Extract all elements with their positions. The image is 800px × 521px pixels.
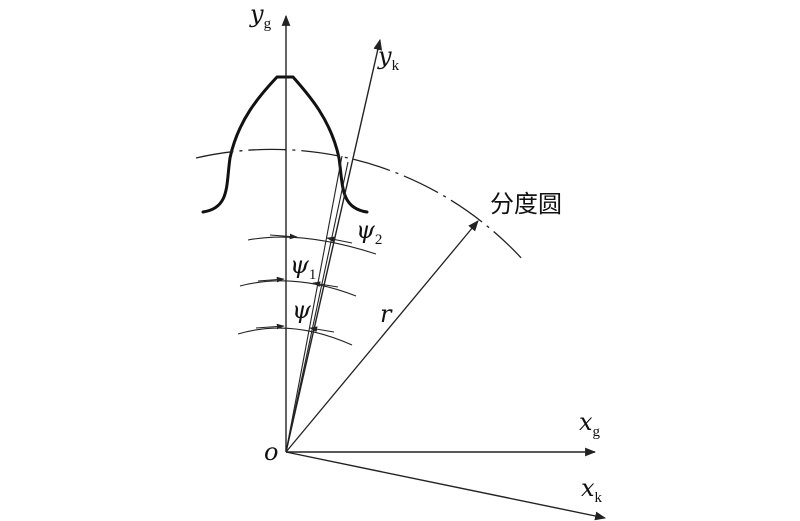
arc-psi [237,327,353,346]
psi1-label: ψ1 [290,251,316,283]
psi2-arrow-right [326,236,353,244]
psi2-label: ψ2 [356,216,382,248]
arc-psi2 [247,236,377,255]
psi1-arrow-right [312,281,339,288]
pitch-circle-arc [195,148,525,262]
yk-axis [285,38,383,453]
yk-label: yk [377,42,400,74]
radius-vector [285,220,479,453]
xg-label: xg [579,408,601,440]
xk-label: xk [581,474,603,506]
ray-psi [285,155,343,453]
radius-label: r [380,300,393,328]
psi-label: ψ [292,296,312,324]
pitch-circle-label: 分度圆 [490,190,562,218]
origin-label: o [264,438,278,466]
psi1-arrow-left [257,276,285,283]
psi-arrow-left [255,323,285,330]
psi-arrow-right [309,326,335,333]
psi2-arrow-left [269,233,298,240]
xk-axis [285,451,607,521]
ray-psi1 [285,161,349,453]
arc-psi1 [239,280,357,297]
yg-label: yg [249,0,272,32]
gear-tooth-profile [201,75,369,214]
